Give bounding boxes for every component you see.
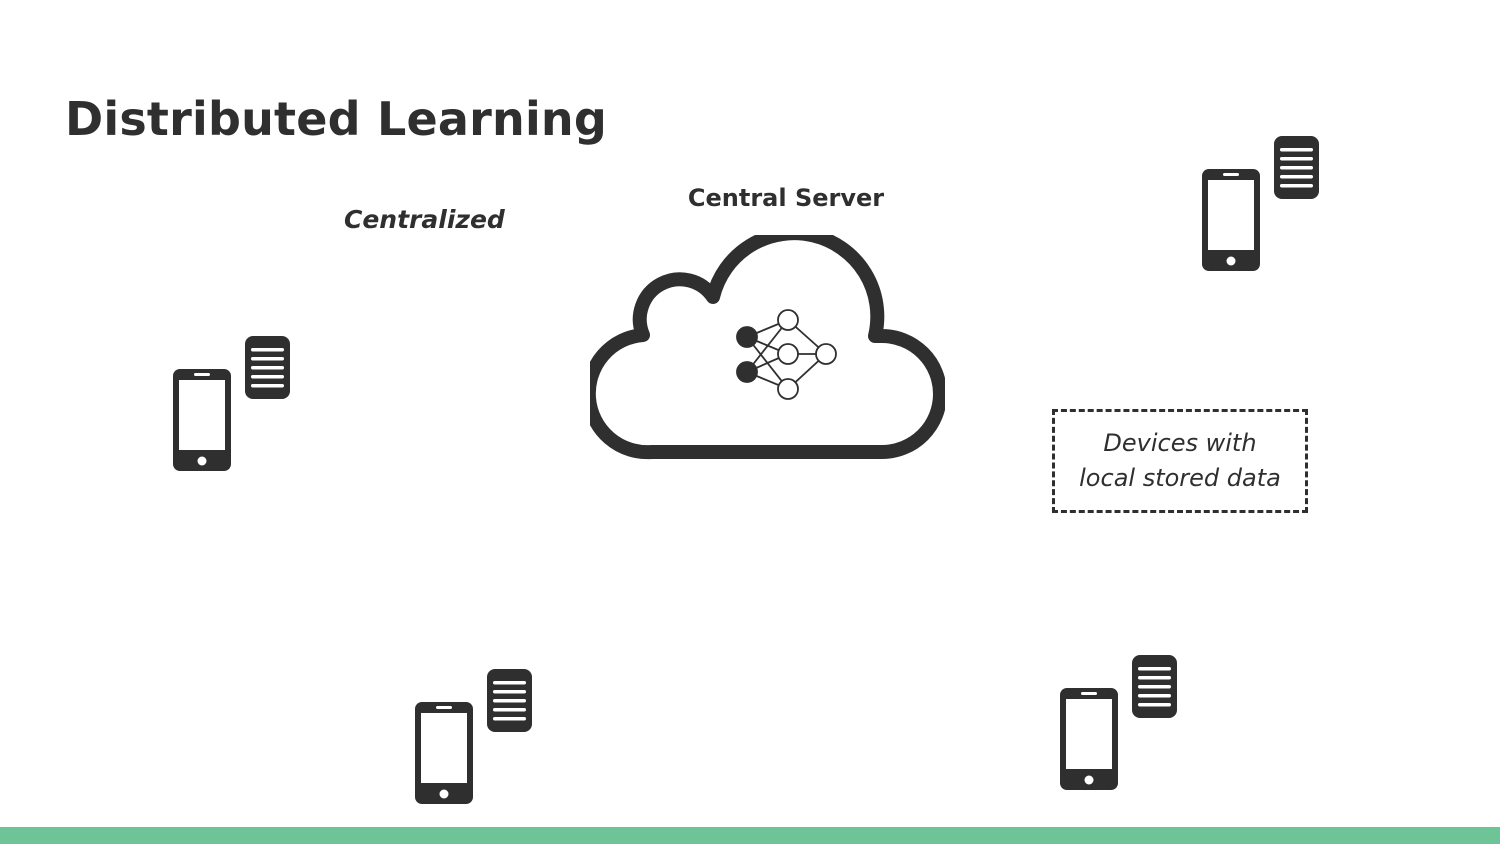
subtitle: Centralized [344,205,505,234]
legend-line-2: local stored data [1079,464,1281,492]
output-node [815,343,837,365]
input-node [736,361,758,383]
smartphone-icon [1060,688,1118,790]
database-icon [245,336,290,399]
hidden-node [777,378,799,400]
central-server-label: Central Server [687,184,885,212]
smartphone-icon [415,702,473,804]
neural-network [736,309,837,400]
hidden-node [777,309,799,331]
hidden-node [777,343,799,365]
database-icon [487,669,532,732]
device-top-right [1202,136,1319,271]
legend-line-1: Devices with [1103,429,1257,457]
legend-box: Devices with local stored data [1052,409,1308,513]
smartphone-icon [173,369,231,471]
smartphone-icon [1202,169,1260,271]
device-left [173,336,290,471]
device-bottom-left [415,669,532,804]
slide-title: Distributed Learning [65,92,608,146]
accent-bar [0,827,1500,844]
database-icon [1132,655,1177,718]
input-node [736,326,758,348]
database-icon [1274,136,1319,199]
device-bottom-right [1060,655,1177,790]
cloud-neural-network-icon [590,235,945,460]
